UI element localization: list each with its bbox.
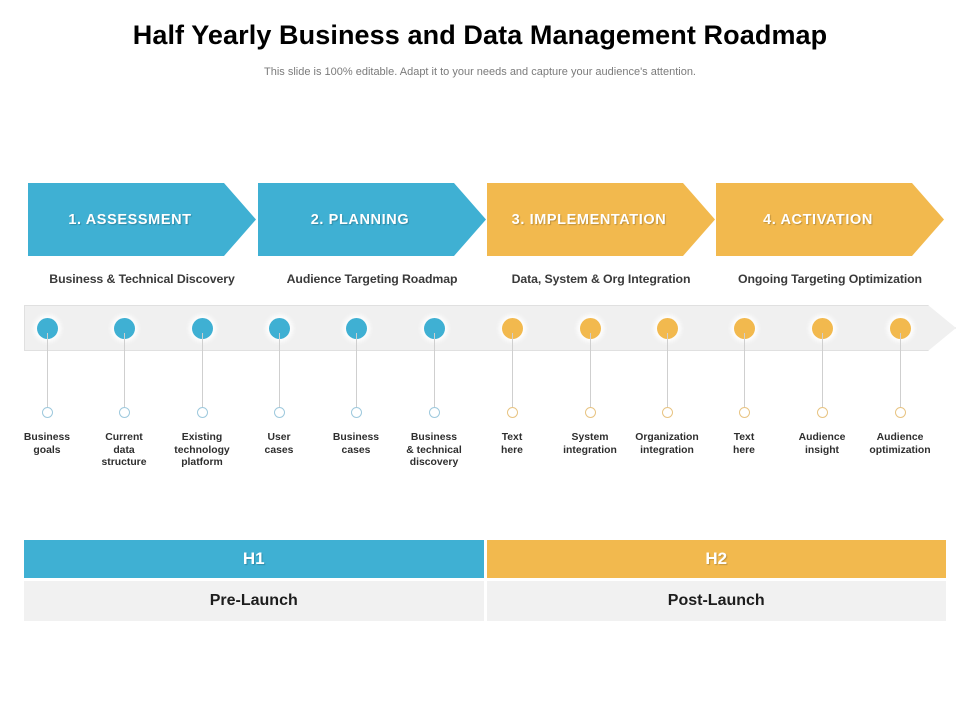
milestone-dot-1[interactable] xyxy=(37,318,58,339)
milestone-stem-6 xyxy=(434,333,435,412)
milestone-dot-9[interactable] xyxy=(657,318,678,339)
phase-3[interactable]: 3. IMPLEMENTATION Data, System & Org Inte… xyxy=(487,183,715,286)
milestone-stem-11 xyxy=(822,333,823,412)
milestone-dot-7[interactable] xyxy=(502,318,523,339)
page-subtitle: This slide is 100% editable. Adapt it to… xyxy=(264,66,696,78)
milestone-stem-1 xyxy=(47,333,48,412)
phase-2[interactable]: 2. PLANNING Audience Targeting Roadmap xyxy=(258,183,486,286)
milestone-ring-1[interactable] xyxy=(41,407,53,418)
half-year-body-1: Pre-Launch xyxy=(24,581,484,621)
half-year-body-2: Post-Launch xyxy=(486,581,946,621)
milestone-dot-5[interactable] xyxy=(346,318,367,339)
milestone-stem-5 xyxy=(356,333,357,412)
half-year-head-1: H1 xyxy=(24,540,484,578)
phase-1-label: 1. ASSESSMENT xyxy=(68,211,192,228)
milestone-ring-8[interactable] xyxy=(584,407,596,418)
milestone-stem-12 xyxy=(900,333,901,412)
milestone-stem-7 xyxy=(512,333,513,412)
milestone-stem-10 xyxy=(744,333,745,412)
milestone-ring-4[interactable] xyxy=(273,407,285,418)
milestone-stem-4 xyxy=(279,333,280,412)
milestone-dot-11[interactable] xyxy=(812,318,833,339)
page-title: Half Yearly Business and Data Management… xyxy=(132,20,828,50)
phase-3-label: 3. IMPLEMENTATION xyxy=(511,211,667,228)
phase-2-label: 2. PLANNING xyxy=(310,211,410,228)
milestone-stem-8 xyxy=(590,333,591,412)
milestone-ring-2[interactable] xyxy=(118,407,130,418)
milestone-stem-3 xyxy=(202,333,203,412)
timeline xyxy=(24,305,956,351)
milestone-dot-3[interactable] xyxy=(192,318,213,339)
half-year-head-2: H2 xyxy=(486,540,946,578)
phase-4-label: 4. ACTIVATION xyxy=(763,211,873,228)
milestone-stem-2 xyxy=(124,333,125,412)
milestone-dot-8[interactable] xyxy=(580,318,601,339)
milestone-stem-9 xyxy=(667,333,668,412)
milestone-ring-7[interactable] xyxy=(506,407,518,418)
milestone-ring-11[interactable] xyxy=(816,407,828,418)
phase-4-chevron[interactable]: 4. ACTIVATION xyxy=(716,183,944,256)
phase-2-chevron[interactable]: 2. PLANNING xyxy=(258,183,486,256)
phase-1-caption: Business & Technical Discovery xyxy=(49,272,235,286)
phase-4-caption: Ongoing Targeting Optimization xyxy=(738,272,922,286)
phase-1[interactable]: 1. ASSESSMENT Business & Technical Discov… xyxy=(28,183,256,286)
milestone-ring-10[interactable] xyxy=(738,407,750,418)
milestone-dot-2[interactable] xyxy=(114,318,135,339)
milestone-ring-5[interactable] xyxy=(350,407,362,418)
milestone-dot-6[interactable] xyxy=(424,318,445,339)
timeline-bar xyxy=(24,305,956,351)
milestone-dot-10[interactable] xyxy=(734,318,755,339)
phase-3-chevron[interactable]: 3. IMPLEMENTATION xyxy=(487,183,715,256)
phase-3-caption: Data, System & Org Integration xyxy=(511,272,691,286)
phase-1-chevron[interactable]: 1. ASSESSMENT xyxy=(28,183,256,256)
milestone-ring-9[interactable] xyxy=(661,407,673,418)
milestone-dot-4[interactable] xyxy=(269,318,290,339)
milestone-dot-12[interactable] xyxy=(890,318,911,339)
milestone-ring-12[interactable] xyxy=(894,407,906,418)
phase-2-caption: Audience Targeting Roadmap xyxy=(286,272,458,286)
phase-4[interactable]: 4. ACTIVATION Ongoing Targeting Optimizat… xyxy=(716,183,944,286)
milestone-ring-6[interactable] xyxy=(428,407,440,418)
milestone-ring-3[interactable] xyxy=(196,407,208,418)
phase-chevron-row: 1. ASSESSMENT Business & Technical Discov… xyxy=(0,183,960,298)
